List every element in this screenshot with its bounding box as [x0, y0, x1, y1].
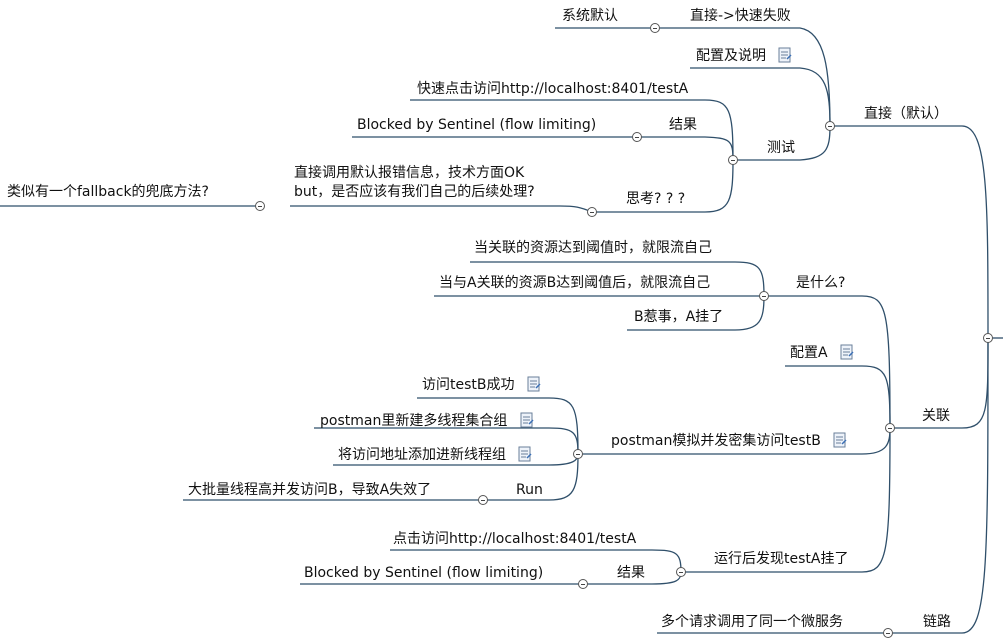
node-what-is[interactable]: 是什么? — [796, 275, 846, 291]
node-postman-sim[interactable]: postman模拟并发密集访问testB — [611, 432, 847, 450]
node-config-a-label: 配置A — [790, 345, 828, 361]
note-icon[interactable] — [518, 446, 532, 462]
node-assoc[interactable]: 关联 — [922, 408, 950, 424]
node-fallback-question[interactable]: 类似有一个fallback的兜底方法? — [7, 184, 209, 200]
note-icon[interactable] — [840, 344, 854, 360]
node-add-address-label: 将访问地址添加进新线程组 — [338, 447, 506, 463]
collapse-toggle-test[interactable] — [728, 155, 738, 165]
node-visit-testb-label: 访问testB成功 — [422, 377, 515, 393]
collapse-toggle-result-1[interactable] — [632, 132, 642, 142]
collapse-toggle-run[interactable] — [478, 495, 488, 505]
node-config-desc[interactable]: 配置及说明 — [696, 47, 792, 65]
node-direct-call-line2[interactable]: but，是否应该有我们自己的后续处理? — [294, 184, 535, 200]
node-chain[interactable]: 链路 — [923, 614, 951, 630]
collapse-toggle-chain[interactable] — [883, 628, 893, 638]
collapse-toggle-result-2[interactable] — [578, 579, 588, 589]
node-result-2[interactable]: 结果 — [617, 565, 645, 581]
note-icon[interactable] — [833, 432, 847, 448]
node-blocked-2[interactable]: Blocked by Sentinel (flow limiting) — [304, 565, 544, 581]
node-config-a[interactable]: 配置A — [790, 344, 854, 362]
node-assoc-threshold[interactable]: 当关联的资源达到阈值时，就限流自己 — [474, 240, 712, 256]
node-think[interactable]: 思考? ? ? — [626, 191, 686, 207]
collapse-toggle-after-run[interactable] — [676, 567, 686, 577]
node-assoc-ab[interactable]: 当与A关联的资源B达到阈值后，就限流自己 — [439, 275, 711, 291]
node-postman-group-label: postman里新建多线程集合组 — [320, 413, 508, 429]
collapse-toggle-root[interactable] — [983, 333, 993, 343]
node-postman-sim-label: postman模拟并发密集访问testB — [611, 433, 821, 449]
collapse-toggle-assoc[interactable] — [885, 423, 895, 433]
node-postman-group[interactable]: postman里新建多线程集合组 — [320, 412, 534, 430]
node-sys-default[interactable]: 系统默认 — [562, 8, 618, 24]
node-direct-fail[interactable]: 直接->快速失败 — [690, 8, 791, 24]
collapse-toggle-direct-fail[interactable] — [650, 23, 660, 33]
collapse-toggle-what-is[interactable] — [759, 291, 769, 301]
node-result-1[interactable]: 结果 — [669, 117, 697, 133]
node-after-run[interactable]: 运行后发现testA挂了 — [714, 551, 849, 567]
node-visit-testb[interactable]: 访问testB成功 — [422, 376, 541, 394]
node-blocked-1[interactable]: Blocked by Sentinel (flow limiting) — [357, 117, 597, 133]
node-add-address[interactable]: 将访问地址添加进新线程组 — [338, 446, 532, 464]
node-test[interactable]: 测试 — [767, 140, 795, 156]
note-icon[interactable] — [527, 376, 541, 392]
node-config-desc-label: 配置及说明 — [696, 48, 766, 64]
collapse-toggle-postman-sim[interactable] — [573, 449, 583, 459]
collapse-toggle-direct-call[interactable] — [255, 201, 265, 211]
collapse-toggle-think[interactable] — [587, 207, 597, 217]
node-multi-req[interactable]: 多个请求调用了同一个微服务 — [661, 614, 843, 630]
node-direct-call-line1[interactable]: 直接调用默认报错信息，技术方面OK — [294, 165, 525, 181]
node-direct-default[interactable]: 直接（默认） — [864, 106, 948, 122]
node-quick-click[interactable]: 快速点击访问http://localhost:8401/testA — [417, 81, 689, 97]
note-icon[interactable] — [520, 412, 534, 428]
note-icon[interactable] — [778, 47, 792, 63]
collapse-toggle-direct-default[interactable] — [825, 121, 835, 131]
node-run[interactable]: Run — [516, 482, 543, 498]
node-b-trouble[interactable]: B惹事，A挂了 — [634, 309, 724, 325]
node-bulk-threads[interactable]: 大批量线程高并发访问B，导致A失效了 — [188, 482, 432, 498]
node-click-visit[interactable]: 点击访问http://localhost:8401/testA — [393, 531, 637, 547]
